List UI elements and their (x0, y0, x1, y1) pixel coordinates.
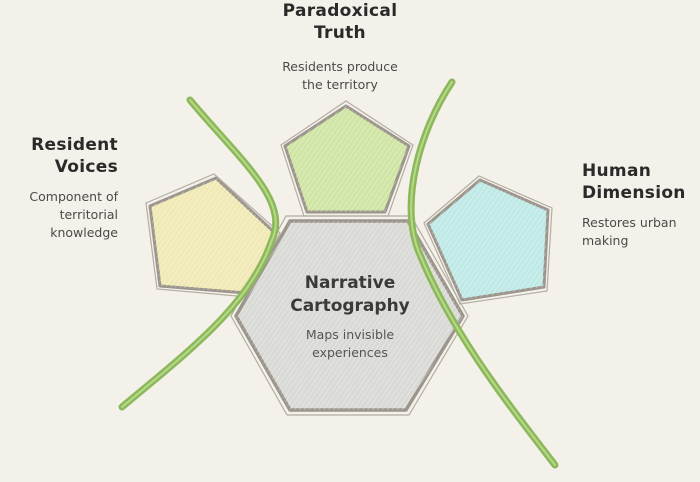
right-sub-line2: making (582, 233, 629, 248)
left-title-line2: Voices (54, 157, 118, 177)
top-sub-line1: Residents produce (282, 59, 398, 74)
right-label: Human Dimension Restores urban making (582, 160, 700, 250)
top-title-line2: Truth (314, 23, 366, 43)
right-sub-line1: Restores urban (582, 215, 677, 230)
left-sub-line2: territorial (59, 207, 118, 222)
left-sub-line3: knowledge (50, 225, 118, 240)
center-title-line1: Narrative (304, 273, 396, 293)
top-label: Paradoxical Truth Residents produce the … (250, 0, 430, 94)
left-sub-line1: Component of (29, 189, 118, 204)
top-pentagon (280, 100, 414, 217)
center-sub-line2: experiences (312, 345, 388, 360)
right-pentagon (423, 175, 553, 305)
top-title-line1: Paradoxical (282, 1, 398, 21)
center-label: Narrative Cartography Maps invisible exp… (260, 272, 440, 362)
center-sub-line1: Maps invisible (305, 327, 395, 342)
top-sub-line2: the territory (302, 77, 378, 92)
right-title-line1: Human (582, 161, 652, 181)
center-hexagon (230, 215, 469, 416)
left-title-line1: Resident (31, 135, 118, 155)
left-label: Resident Voices Component of territorial… (10, 134, 118, 242)
right-green-curve-highlight (410, 81, 556, 466)
center-title-line2: Cartography (290, 296, 410, 316)
left-green-curve-highlight (121, 99, 277, 408)
left-pentagon (145, 173, 281, 298)
right-title-line2: Dimension (582, 183, 686, 203)
